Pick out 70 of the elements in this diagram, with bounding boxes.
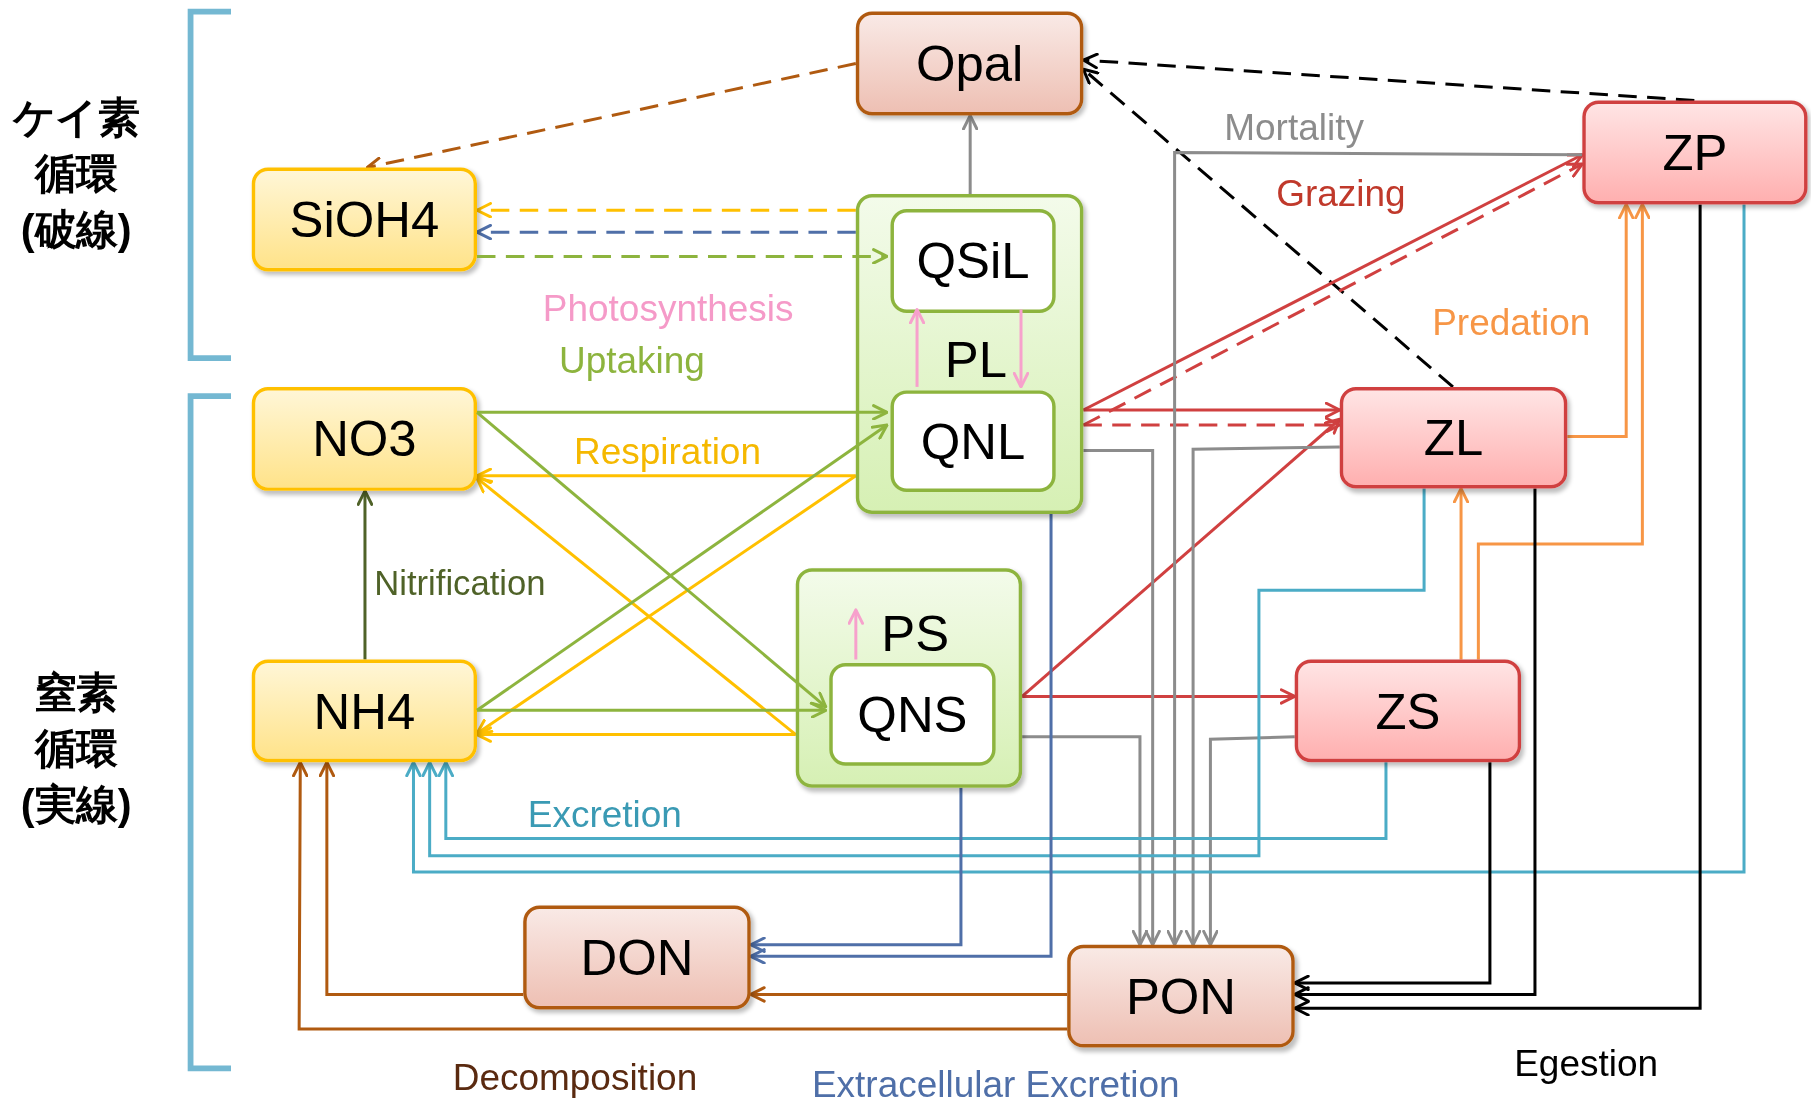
- arrow: [421, 488, 1426, 858]
- arrow: [961, 114, 979, 195]
- arrow: [1293, 762, 1492, 992]
- compartment-box: ZP: [1582, 100, 1808, 205]
- arrow: [437, 760, 1388, 840]
- group-box: [855, 194, 1084, 514]
- arrow: [1021, 417, 1342, 698]
- arrow: [477, 404, 889, 421]
- compartment-box: PON: [1067, 944, 1295, 1048]
- arrow: [1022, 688, 1297, 705]
- arrow: [476, 423, 889, 712]
- flow-label: Extracellular Excretion: [811, 1064, 1180, 1106]
- arrow: [475, 223, 856, 241]
- compartment-box: DON: [523, 905, 751, 1010]
- cycle-label: ケイ素循環(破線): [11, 92, 141, 256]
- arrow: [1081, 52, 1695, 102]
- arrow: [475, 726, 796, 743]
- flow-label: Predation: [1432, 302, 1591, 344]
- arrow: [1184, 445, 1340, 947]
- flow-label: Grazing: [1276, 173, 1406, 214]
- arrow: [1022, 735, 1149, 947]
- arrow: [908, 308, 926, 387]
- flow-label: Mortality: [1224, 107, 1364, 149]
- flow-label: Photosynthesis: [542, 288, 794, 330]
- arrow: [477, 248, 889, 265]
- compartment-box: ZS: [1294, 659, 1522, 763]
- compartment-box: QSiL: [890, 209, 1056, 313]
- flow-label: Egestion: [1514, 1044, 1658, 1085]
- arrow: [1293, 488, 1537, 1003]
- arrow: [847, 608, 865, 660]
- cycle-label: 窒素循環(実線): [19, 667, 133, 831]
- group-box: [795, 568, 1023, 788]
- arrow: [475, 467, 856, 485]
- arrow: [1012, 309, 1030, 389]
- flow-label: Respiration: [574, 431, 761, 473]
- arrow: [476, 411, 828, 709]
- compartment-box: QNS: [829, 662, 996, 766]
- arrow: [475, 476, 797, 736]
- compartment-box: Opal: [855, 11, 1084, 116]
- arrow: [1452, 487, 1470, 660]
- arrow: [477, 702, 828, 719]
- arrow: [1476, 202, 1651, 660]
- arrow: [1083, 401, 1342, 419]
- compartment-box: NH4: [251, 659, 477, 763]
- compartment-box: SiOH4: [251, 167, 477, 272]
- arrow: [1567, 202, 1635, 439]
- arrow: [1083, 448, 1161, 947]
- arrow: [292, 760, 1068, 1031]
- arrow: [1202, 735, 1295, 947]
- group-label: PL: [944, 333, 1007, 385]
- flow-label: Nitrification: [374, 563, 546, 602]
- arrow: [1081, 67, 1454, 389]
- arrow: [1083, 416, 1342, 434]
- flow-label: Decomposition: [452, 1057, 698, 1099]
- arrow: [749, 787, 963, 953]
- arrow: [318, 760, 524, 996]
- arrow: [475, 474, 857, 735]
- arrow: [475, 202, 856, 219]
- flow-label: Excretion: [527, 794, 682, 836]
- compartment-box: QNL: [890, 390, 1056, 492]
- arrow: [749, 513, 1053, 965]
- arrow: [1293, 204, 1702, 1017]
- compartment-box: NO3: [251, 386, 477, 491]
- arrow: [405, 204, 1746, 874]
- compartment-box: ZL: [1339, 386, 1568, 489]
- group-label: PS: [881, 608, 950, 660]
- arrow: [749, 986, 1068, 1003]
- arrow: [356, 489, 374, 660]
- flow-label: Uptaking: [559, 340, 705, 382]
- arrow: [1166, 150, 1583, 947]
